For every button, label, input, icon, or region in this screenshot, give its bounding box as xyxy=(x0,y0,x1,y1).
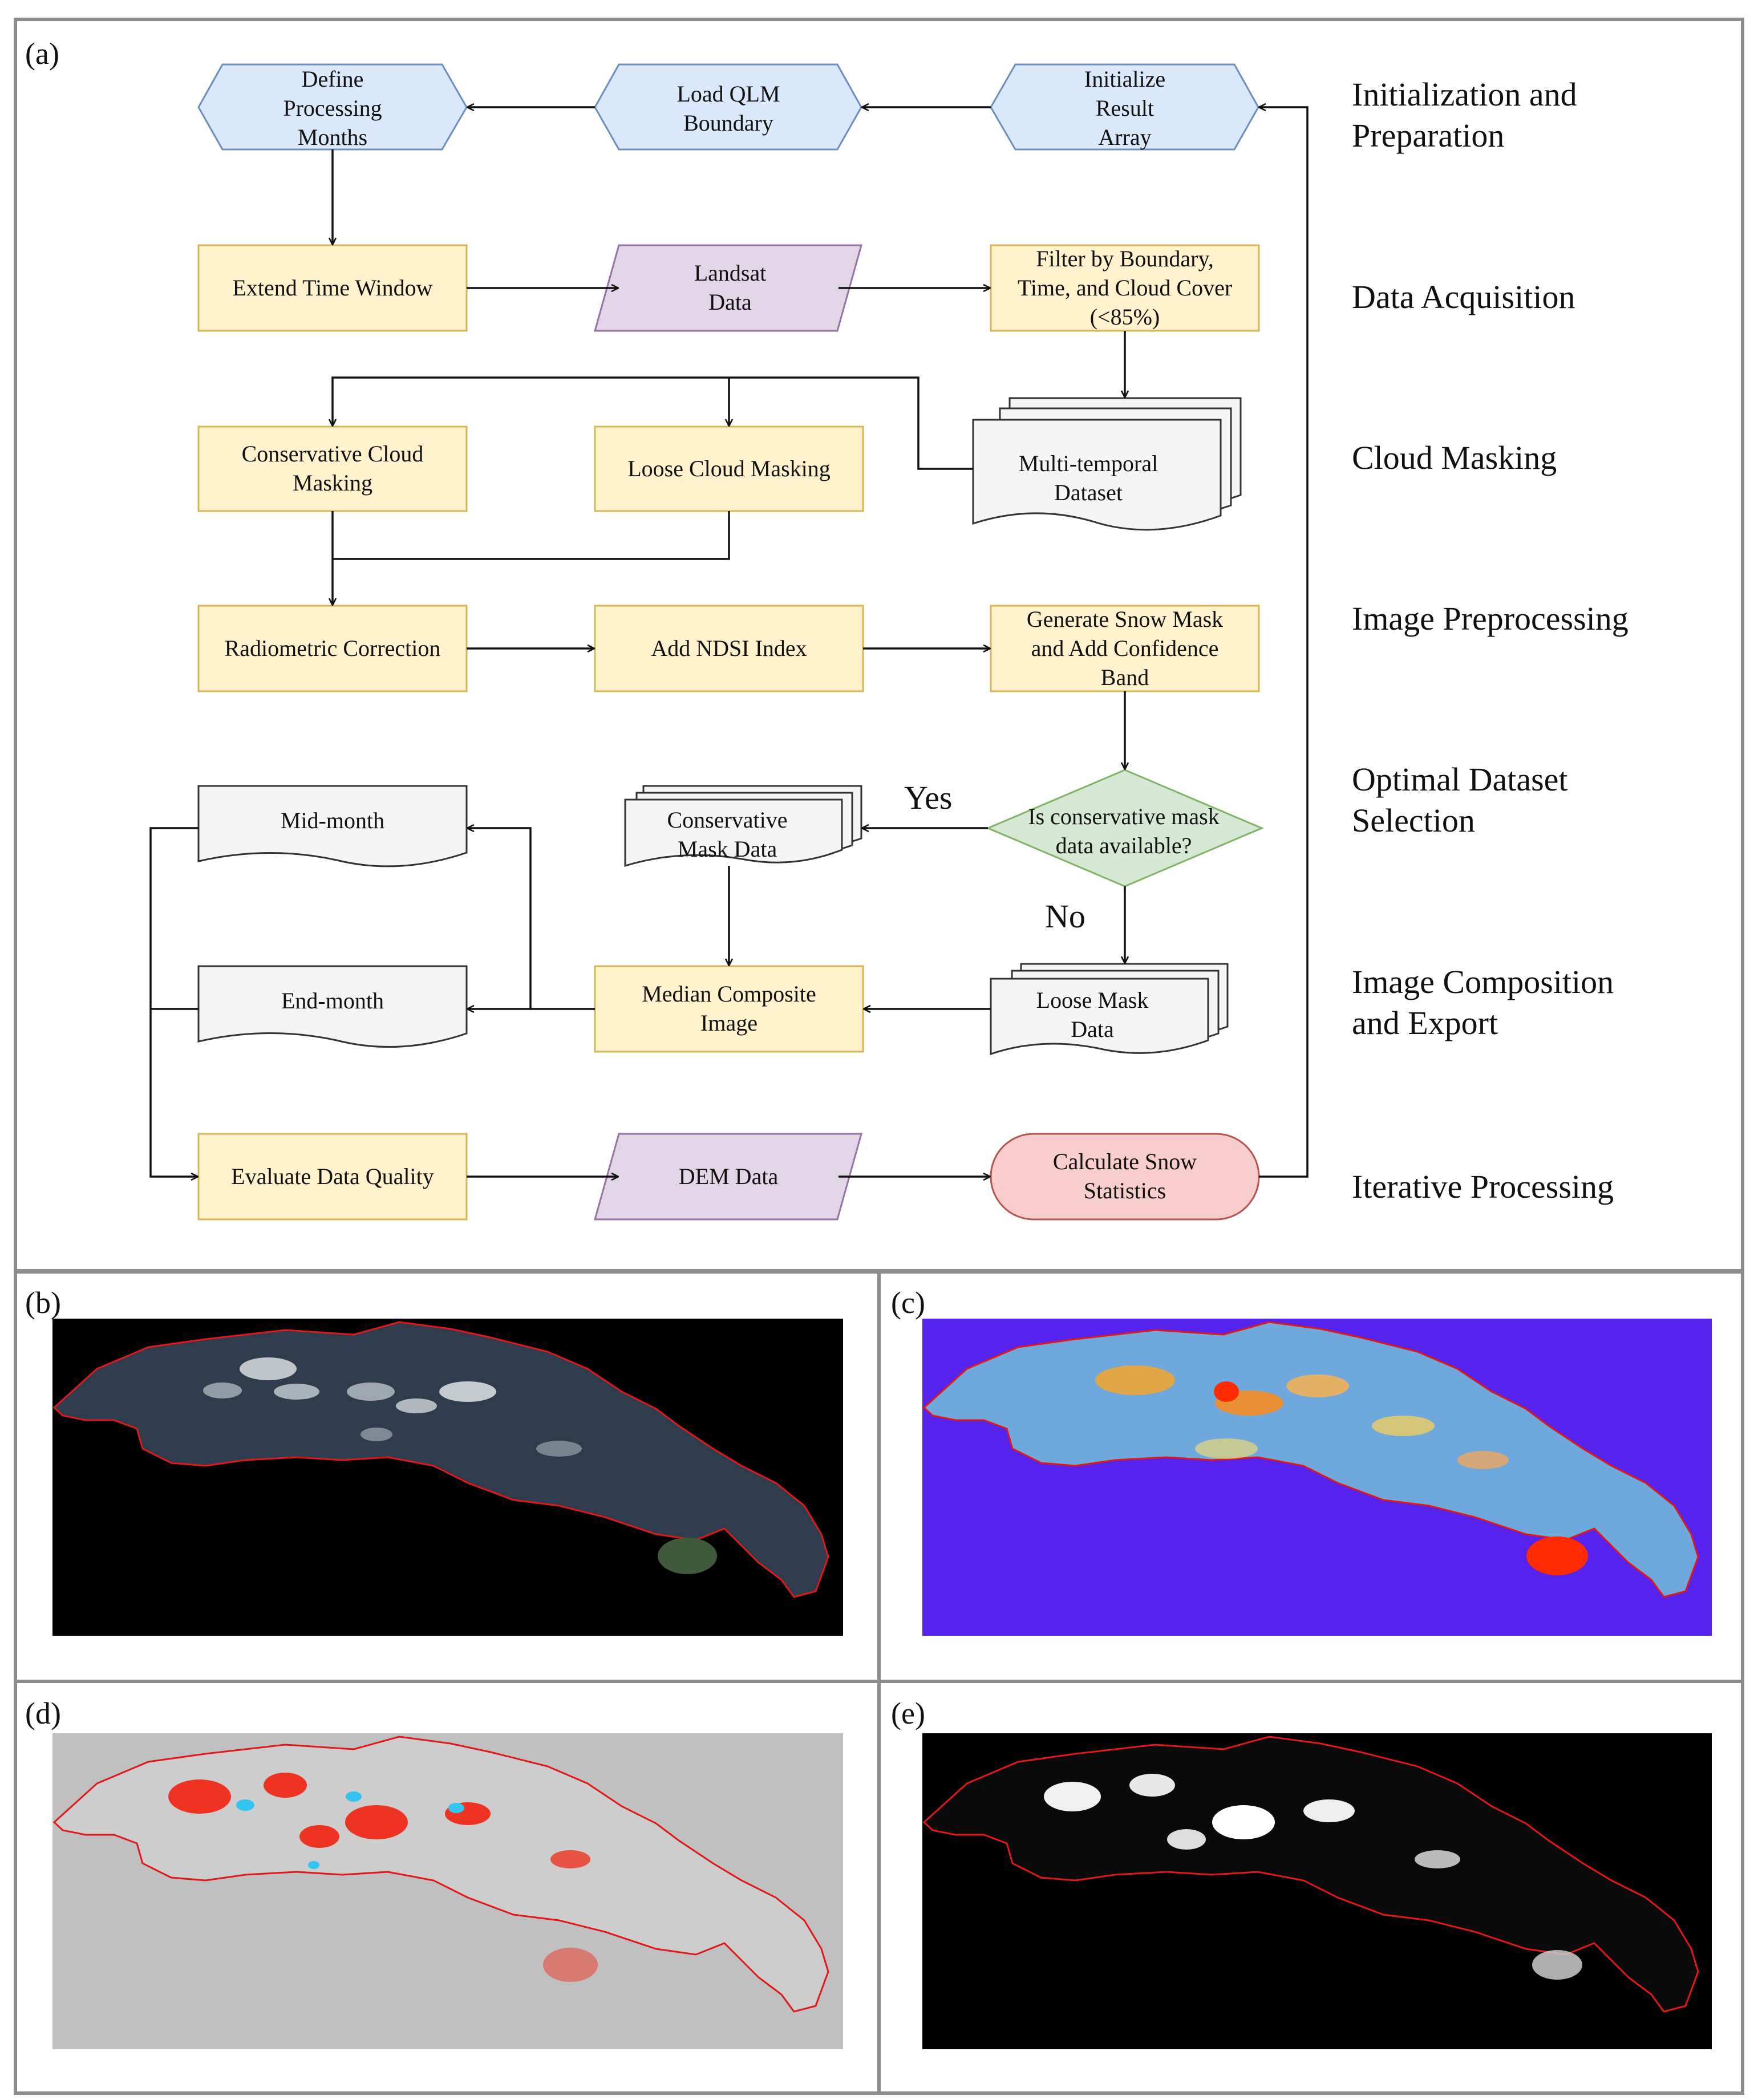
snow-stats-label-2: Statistics xyxy=(1084,1178,1166,1203)
stage-1-line-1: Initialization and xyxy=(1352,76,1577,113)
stage-5-line-1: Optimal Dataset xyxy=(1352,761,1568,798)
snow-mask-label-2: and Add Confidence xyxy=(1031,635,1219,661)
loose-data-node xyxy=(990,963,1229,1056)
node-labels: Define Processing Months Load QLM Bounda… xyxy=(225,66,1233,1203)
landsat-label-2: Data xyxy=(708,289,752,315)
evaluate-label: Evaluate Data Quality xyxy=(231,1163,434,1189)
snow-mask-label-1: Generate Snow Mask xyxy=(1027,606,1223,632)
landsat-label-1: Landsat xyxy=(694,260,767,286)
conservative-cloud-node xyxy=(197,425,468,512)
panel-a-label: (a) xyxy=(25,37,59,71)
stage-6-line-2: and Export xyxy=(1352,1004,1498,1041)
median-label-2: Image xyxy=(700,1010,758,1036)
stage-5-line-2: Selection xyxy=(1352,802,1475,839)
stage-6-line-1: Image Composition xyxy=(1352,963,1614,1000)
dem-node xyxy=(594,1133,862,1221)
panel-b-label: (b) xyxy=(25,1286,61,1320)
snow-mask-node xyxy=(990,605,1260,692)
init-result-label-1: Initialize xyxy=(1084,66,1165,92)
median-label-1: Median Composite xyxy=(642,981,816,1007)
conservative-data-label-2: Mask Data xyxy=(678,836,777,862)
panel-d-label: (d) xyxy=(25,1696,61,1730)
mid-month-label: Mid-month xyxy=(281,808,384,833)
dem-label: DEM Data xyxy=(679,1163,779,1189)
stage-3: Cloud Masking xyxy=(1352,439,1557,476)
median-node xyxy=(594,965,864,1053)
snow-stats-node xyxy=(990,1133,1260,1221)
map-b xyxy=(52,1319,843,1636)
panel-e-label: (e) xyxy=(891,1696,925,1730)
loose-cloud-label: Loose Cloud Masking xyxy=(627,456,831,481)
snow-stats-label-1: Calculate Snow xyxy=(1053,1149,1197,1174)
filter-label-1: Filter by Boundary, xyxy=(1036,246,1214,271)
mid-month-node xyxy=(197,785,468,867)
load-qlm-label-1: Load QLM xyxy=(677,81,780,107)
decision-label-2: data available? xyxy=(1056,833,1192,858)
extend-window-label: Extend Time Window xyxy=(232,275,432,301)
conservative-data-node xyxy=(624,785,862,867)
conservative-data-label-1: Conservative xyxy=(667,807,787,833)
define-months-label-2: Processing xyxy=(283,95,382,121)
panel-e-frame xyxy=(877,1680,1744,2095)
panel-frames xyxy=(14,18,1744,2095)
decision-label-1: Is conservative mask xyxy=(1028,804,1219,829)
end-month-node xyxy=(197,965,468,1048)
snow-mask-label-3: Band xyxy=(1101,664,1149,690)
ndsi-label: Add NDSI Index xyxy=(651,635,807,661)
radiometric-node xyxy=(197,605,468,692)
define-months-label-1: Define xyxy=(302,66,364,92)
flowchart xyxy=(197,63,1264,1221)
no-label: No xyxy=(1045,898,1085,935)
filter-label-2: Time, and Cloud Cover xyxy=(1018,275,1232,301)
stage-labels: Initialization and Preparation Data Acqu… xyxy=(1352,76,1629,1205)
radiometric-label: Radiometric Correction xyxy=(225,635,441,661)
filter-label-3: (<85%) xyxy=(1090,304,1160,330)
conservative-cloud-label-1: Conservative Cloud xyxy=(242,441,424,467)
yes-label: Yes xyxy=(904,779,952,816)
loose-cloud-node xyxy=(594,425,864,512)
define-months-label-3: Months xyxy=(298,124,367,150)
map-d xyxy=(52,1733,843,2049)
map-c xyxy=(922,1319,1712,1636)
stage-1-line-2: Preparation xyxy=(1352,117,1504,154)
conservative-cloud-label-2: Masking xyxy=(293,470,372,496)
stage-7: Iterative Processing xyxy=(1352,1168,1614,1205)
filter-node xyxy=(990,244,1260,332)
load-qlm-label-2: Boundary xyxy=(683,110,773,136)
end-month-label: End-month xyxy=(281,988,384,1013)
multitemporal-label-1: Multi-temporal xyxy=(1019,451,1158,476)
panel-c-label: (c) xyxy=(891,1286,925,1320)
loose-data-label-1: Loose Mask xyxy=(1036,987,1149,1013)
load-qlm-node xyxy=(594,63,862,151)
loose-data-label-2: Data xyxy=(1071,1016,1114,1042)
multitemporal-label-2: Dataset xyxy=(1054,480,1123,505)
connectors xyxy=(149,107,1309,1177)
init-result-label-2: Result xyxy=(1096,95,1154,121)
landsat-node xyxy=(594,244,862,332)
map-e xyxy=(922,1733,1712,2049)
stage-2: Data Acquisition xyxy=(1352,278,1575,315)
init-result-label-3: Array xyxy=(1098,124,1151,150)
stage-4: Image Preprocessing xyxy=(1352,600,1629,637)
multitemporal-node xyxy=(972,397,1242,531)
